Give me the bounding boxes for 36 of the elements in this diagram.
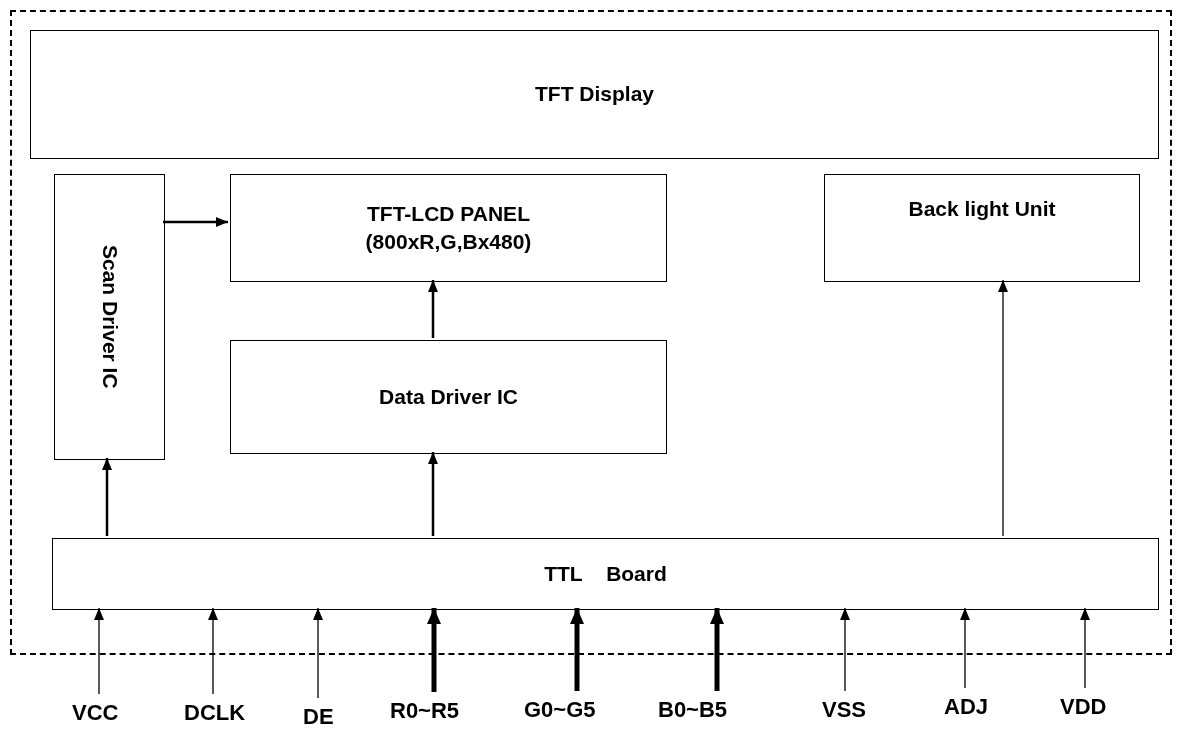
arrow [710,608,724,691]
arrow [840,607,850,692]
arrow [94,607,104,695]
signal-label: DCLK [184,700,246,726]
backlight-box [824,174,1140,282]
panel-box [230,174,667,282]
dashed-enclosure [10,10,1172,655]
arrow [1080,607,1090,689]
arrow [960,607,970,689]
board-box [52,538,1159,610]
arrow [313,607,323,699]
box-label: Scan Driver IC [97,245,123,389]
box-label: Back light Unit [908,196,1056,222]
signal-label: VDD [1060,694,1114,720]
arrow [208,607,218,695]
signal-label: ADJ [944,694,992,720]
driver-box [54,174,165,460]
signal-label: VSS [822,697,870,723]
signal-label: DE [303,704,337,730]
signal-label: VCC [72,700,116,726]
signal-label: B0~B5 [658,697,748,723]
arrow [998,279,1008,537]
arrow [102,458,112,536]
driver-box [230,340,667,454]
box-label: Data Driver IC [379,383,518,410]
arrow [428,452,438,536]
arrow [428,280,438,338]
box-label: TTL Board [544,560,667,587]
box-label: TFT-LCD PANEL (800xR,G,Bx480) [364,200,533,255]
arrow [570,608,584,691]
signal-label: G0~G5 [524,697,614,723]
signal-label: R0~R5 [390,698,474,724]
box-label: TFT Display [534,81,655,108]
arrow [163,217,228,227]
display-box [30,30,1159,159]
arrow [427,608,441,692]
